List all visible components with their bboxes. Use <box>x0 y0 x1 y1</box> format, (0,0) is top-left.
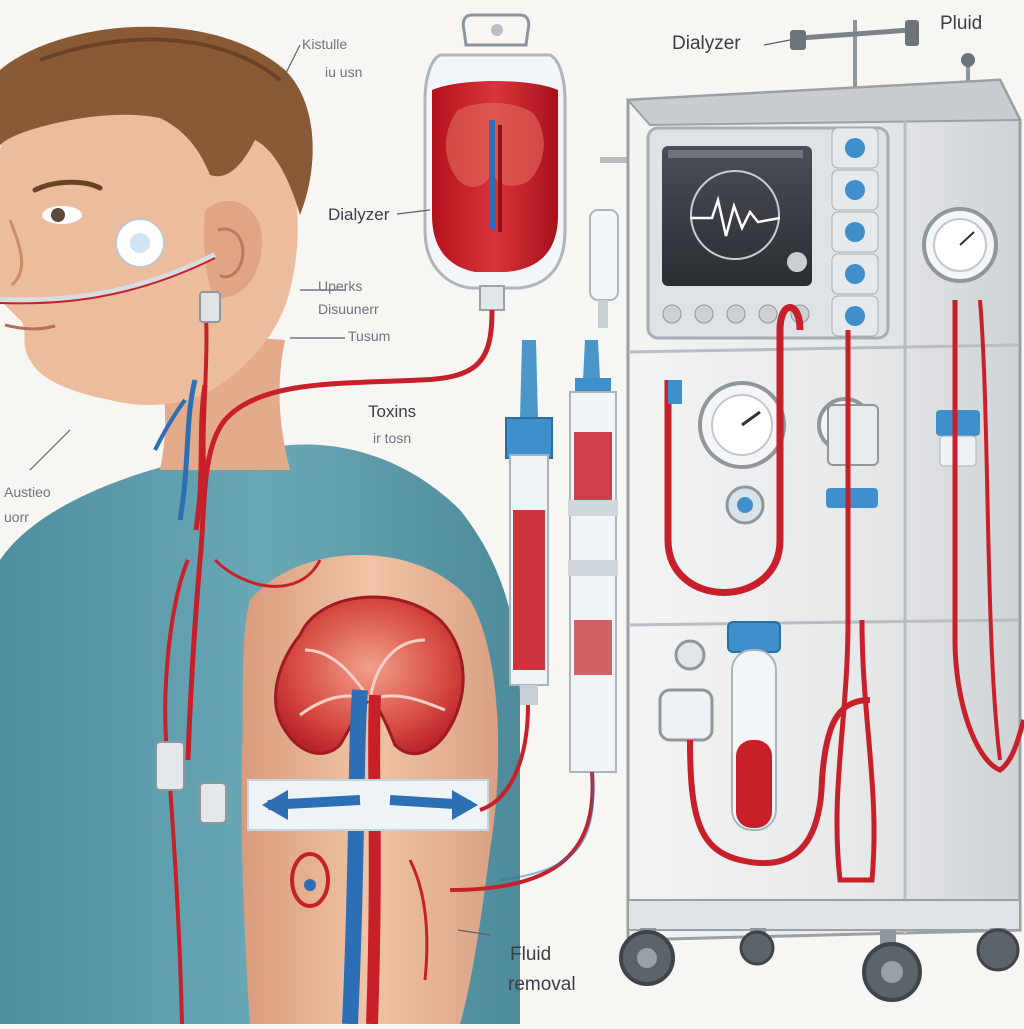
label-bag-note-3: Tusum <box>348 328 391 344</box>
label-bag-note-1: Uperks <box>318 278 363 294</box>
label-removal: removal <box>508 974 576 995</box>
label-toxins: Toxins <box>368 402 417 421</box>
dialysis-machine <box>619 20 1024 1002</box>
syringe-right <box>568 340 618 773</box>
label-dialyzer-top: Dialyzer <box>672 33 741 54</box>
label-fluid: Fluid <box>510 944 552 965</box>
patient-figure <box>0 26 520 1025</box>
leader-lines <box>29 39 791 936</box>
syringe-left <box>505 340 553 705</box>
blood-bag <box>423 13 567 311</box>
machine-wheels <box>619 928 1020 1002</box>
label-bag-note-2: Disuunerr <box>318 301 379 317</box>
label-kistula: Kistulle <box>302 36 348 52</box>
control-buttons-column <box>831 127 879 337</box>
label-dialyzer-bag: Dialyzer <box>328 205 390 224</box>
blood-lines <box>155 291 595 1025</box>
label-pluid: Pluid <box>940 13 983 34</box>
label-kistula-sub: iu usn <box>325 64 363 80</box>
label-left-2: uorr <box>4 509 29 525</box>
label-toxins-sub: ir tosn <box>373 430 412 446</box>
label-left-1: Austieo <box>4 484 51 500</box>
drip-chamber <box>589 157 630 328</box>
